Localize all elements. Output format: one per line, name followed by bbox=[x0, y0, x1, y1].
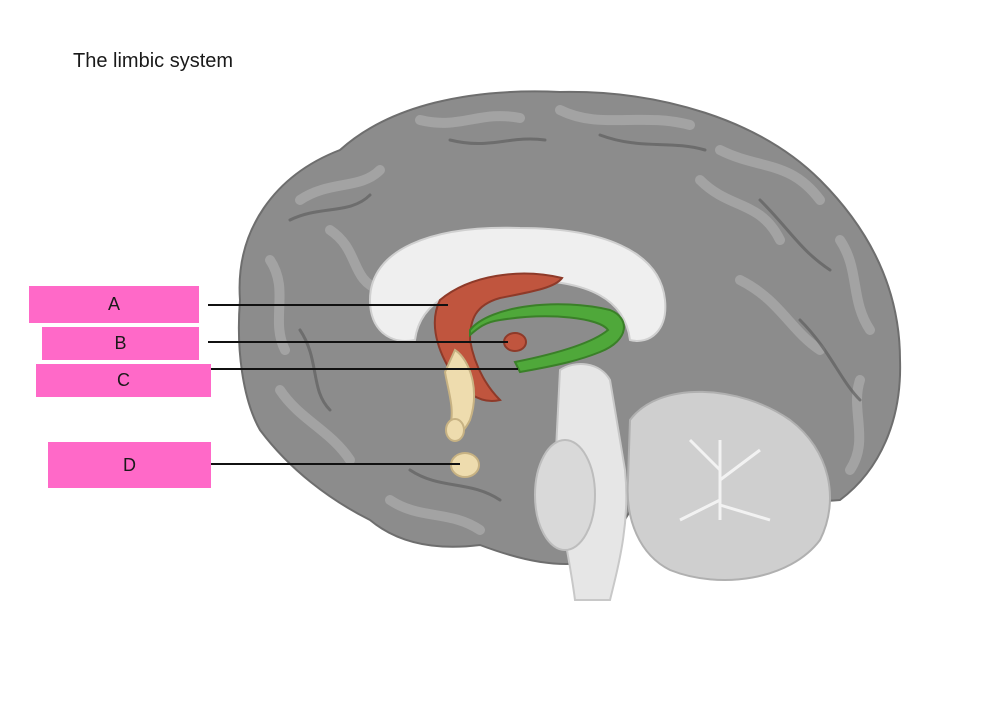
pons bbox=[534, 439, 596, 551]
leader-line-c bbox=[210, 368, 518, 370]
label-box-c[interactable]: C bbox=[36, 364, 211, 397]
leader-line-d bbox=[210, 463, 460, 465]
label-a-text: A bbox=[107, 294, 120, 314]
label-d-text: D bbox=[123, 454, 136, 475]
diagram-title: The limbic system bbox=[73, 50, 234, 72]
label-c-text: C bbox=[117, 370, 130, 390]
label-box-d[interactable]: D bbox=[48, 442, 211, 488]
label-box-a[interactable]: A bbox=[29, 286, 199, 323]
leader-line-a bbox=[208, 304, 448, 306]
label-b-text: B bbox=[114, 333, 127, 353]
cerebellum bbox=[626, 390, 831, 581]
leader-line-b bbox=[208, 341, 508, 343]
corpus-callosum bbox=[368, 226, 667, 342]
label-box-b[interactable]: B bbox=[42, 327, 199, 360]
limbic-structure-c bbox=[469, 303, 625, 374]
